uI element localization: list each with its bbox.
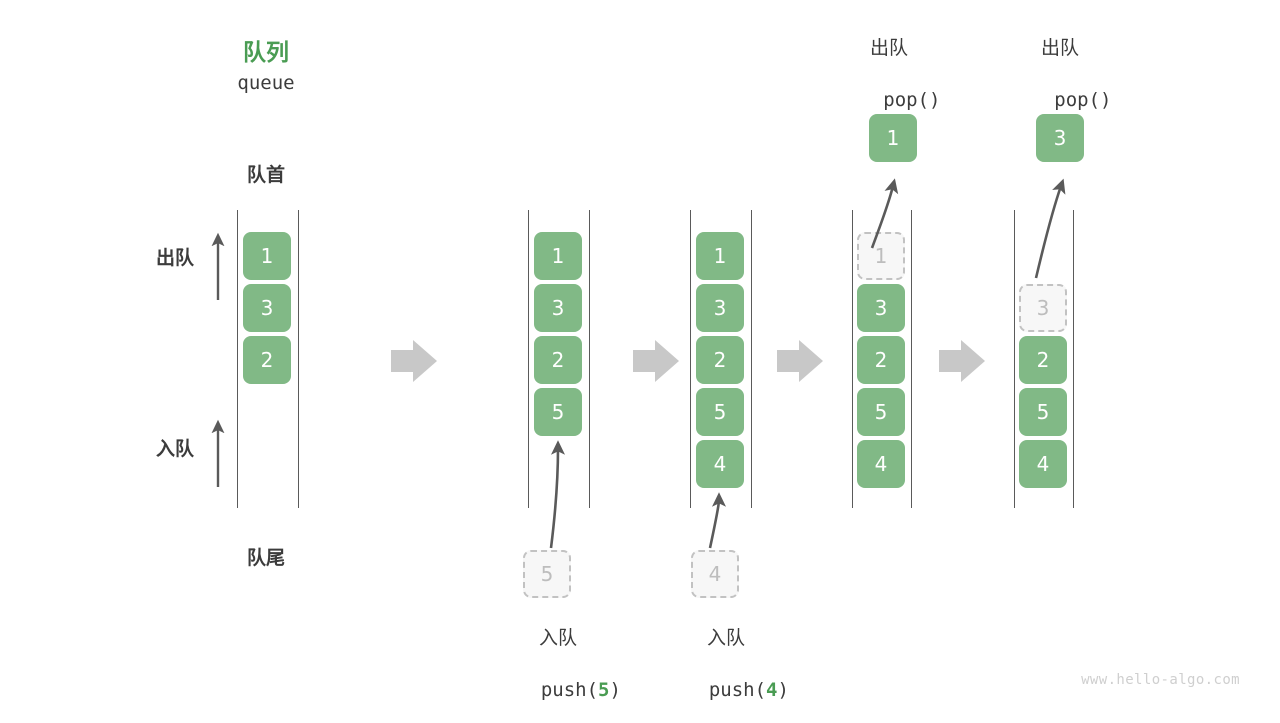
pop3-code-suffix: ) bbox=[1100, 89, 1112, 111]
step-pop1-op-code: pop() bbox=[809, 67, 969, 133]
step-arrow-2 bbox=[633, 340, 679, 382]
queue-cell: 5 bbox=[857, 388, 905, 436]
step-arrow-1 bbox=[391, 340, 437, 382]
push5-code-arg: 5 bbox=[598, 679, 610, 701]
queue-cell: 5 bbox=[696, 388, 744, 436]
step-arrow-3 bbox=[777, 340, 823, 382]
step-push5-op-code: push(5) bbox=[478, 657, 638, 723]
queue-head-label: 队首 bbox=[246, 165, 285, 186]
push-4-arrow bbox=[708, 492, 727, 549]
popped-cell: 3 bbox=[1036, 114, 1084, 162]
push5-code-suffix: ) bbox=[609, 679, 621, 701]
diagram-title-cn: 队列 bbox=[243, 39, 289, 65]
queue-cell: 4 bbox=[857, 440, 905, 488]
queue-rail-left-4 bbox=[852, 210, 853, 508]
queue-cell: 2 bbox=[243, 336, 291, 384]
site-watermark: www.hello-algo.com bbox=[1081, 672, 1240, 688]
queue-rail-left-3 bbox=[690, 210, 691, 508]
queue-cell: 2 bbox=[696, 336, 744, 384]
queue-cell: 5 bbox=[534, 388, 582, 436]
queue-rail-left-5 bbox=[1014, 210, 1015, 508]
push5-code-prefix: push( bbox=[540, 679, 599, 701]
queue-rail-right-3 bbox=[751, 210, 752, 508]
queue-cell: 1 bbox=[243, 232, 291, 280]
step-push5-op-cn: 入队 bbox=[538, 628, 577, 649]
pop-3-arrow bbox=[1034, 178, 1066, 279]
popped-cell: 1 bbox=[869, 114, 917, 162]
queue-rail-right-2 bbox=[589, 210, 590, 508]
queue-rail-right-1 bbox=[298, 210, 299, 508]
step-pop3-op-cn: 出队 bbox=[1040, 38, 1079, 59]
push4-code-prefix: push( bbox=[708, 679, 767, 701]
queue-rail-left-2 bbox=[528, 210, 529, 508]
queue-cell: 2 bbox=[534, 336, 582, 384]
outgoing-ghost-cell: 3 bbox=[1019, 284, 1067, 332]
pop3-code-prefix: pop( bbox=[1054, 89, 1101, 111]
queue-cell: 5 bbox=[1019, 388, 1067, 436]
queue-cell: 2 bbox=[1019, 336, 1067, 384]
step-push4-op-cn: 入队 bbox=[706, 628, 745, 649]
queue-cell: 1 bbox=[534, 232, 582, 280]
incoming-ghost-cell: 5 bbox=[523, 550, 571, 598]
pop1-code-suffix: ) bbox=[929, 89, 941, 111]
queue-rail-right-5 bbox=[1073, 210, 1074, 508]
queue-cell: 2 bbox=[857, 336, 905, 384]
step-pop3-op-code: pop() bbox=[980, 67, 1140, 133]
queue-cell: 3 bbox=[534, 284, 582, 332]
queue-tail-label: 队尾 bbox=[246, 548, 285, 569]
queue-cell: 4 bbox=[1019, 440, 1067, 488]
dequeue-side-label: 出队 bbox=[155, 248, 194, 269]
push4-code-suffix: ) bbox=[777, 679, 789, 701]
pop1-code-prefix: pop( bbox=[883, 89, 930, 111]
step-pop1-op-cn: 出队 bbox=[869, 38, 908, 59]
diagram-title-en: queue bbox=[237, 72, 295, 94]
push4-code-arg: 4 bbox=[766, 679, 778, 701]
enqueue-side-label: 入队 bbox=[155, 439, 194, 460]
queue-cell: 1 bbox=[696, 232, 744, 280]
step-push4-op-code: push(4) bbox=[646, 657, 806, 723]
queue-rail-left-1 bbox=[237, 210, 238, 508]
incoming-ghost-cell: 4 bbox=[691, 550, 739, 598]
queue-rail-right-4 bbox=[911, 210, 912, 508]
step-arrow-4 bbox=[939, 340, 985, 382]
outgoing-ghost-cell: 1 bbox=[857, 232, 905, 280]
queue-cell: 4 bbox=[696, 440, 744, 488]
push-5-arrow bbox=[549, 440, 566, 549]
queue-cell: 3 bbox=[243, 284, 291, 332]
queue-cell: 3 bbox=[696, 284, 744, 332]
queue-cell: 3 bbox=[857, 284, 905, 332]
